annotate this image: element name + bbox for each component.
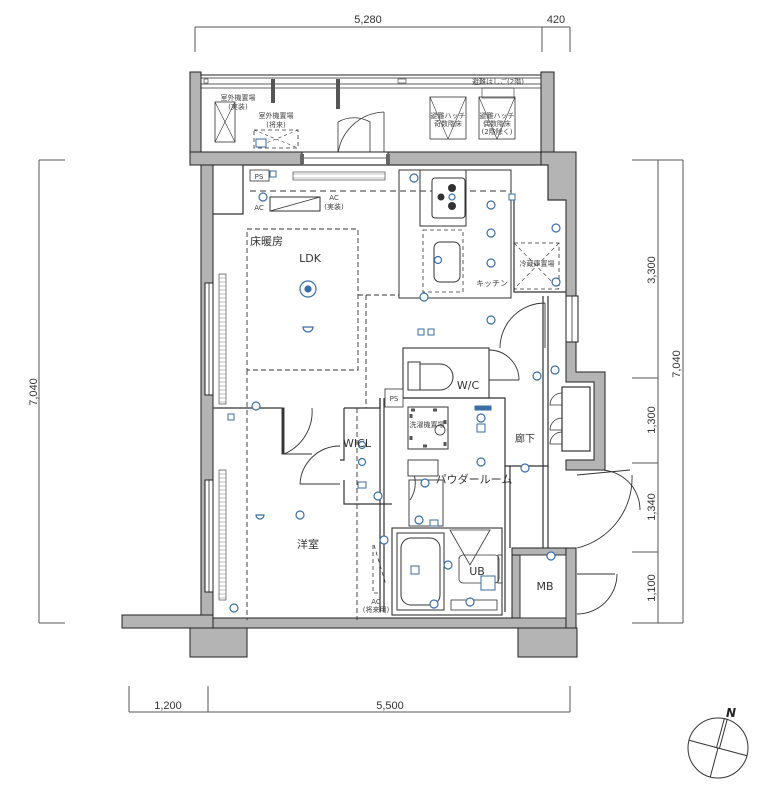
ps-top-label: PS (255, 173, 264, 181)
washer-space-icon (407, 406, 449, 450)
washer-space-label: 洗濯機置場 (410, 420, 445, 429)
vent-grille (292, 171, 386, 181)
electrical-panels (227, 138, 516, 591)
dimension-bottom (128, 686, 571, 713)
room-label-ub: UB (469, 565, 485, 578)
dimension-top-right: 420 (547, 14, 565, 26)
toilet-icon (407, 361, 454, 391)
outdoor-unit-installed-icon (214, 101, 236, 143)
hatch-even-line3: (2階除く) (482, 127, 513, 136)
outdoor-unit-installed-note: (実装) (228, 102, 248, 111)
evacuation-ladder-label: 避難はしご(2階) (472, 77, 524, 86)
dimension-bottom-main: 5,500 (376, 700, 404, 712)
room-label-kitchen: キッチン (476, 279, 508, 288)
dimension-top (194, 26, 571, 52)
dimension-top-main: 5,280 (354, 14, 382, 26)
shelf (407, 459, 439, 477)
corridor-closet (561, 386, 591, 452)
ac-future-note: (将来用) (363, 605, 390, 614)
kitchen-sink-icon (422, 229, 464, 293)
hatch-even-line1: 避難ハッチ (480, 111, 515, 120)
dimension-right (632, 159, 684, 624)
ps-top-box (249, 169, 270, 182)
hatch-odd-line2: 奇数階床 (434, 119, 462, 128)
evacuation-ladder-icon (481, 87, 515, 99)
left-window-bedroom (204, 469, 227, 601)
dimension-right-4: 1,100 (646, 574, 658, 602)
ac-future-label: AC (371, 598, 381, 606)
outdoor-unit-future-icon (253, 129, 299, 149)
outdoor-unit-future-note: (将来) (266, 120, 286, 129)
compass-north-label: N (726, 706, 736, 720)
room-label-powder: パウダールーム (436, 472, 513, 486)
dimension-right-2: 1,300 (646, 406, 658, 434)
fridge-space-label: 冷蔵庫置場 (520, 259, 555, 268)
ac-installed-icon (269, 196, 321, 212)
floor-heating-area (246, 228, 359, 371)
stovetop-icon (431, 177, 466, 219)
room-label-western: 洋室 (297, 537, 319, 551)
ps-mid-box (384, 388, 404, 408)
structural-walls (121, 71, 606, 658)
dimension-left-total: 7,040 (28, 378, 40, 406)
meter-box (519, 554, 567, 619)
room-label-corridor: 廊下 (515, 432, 535, 445)
dimension-right-total: 7,040 (671, 350, 683, 378)
ub-wash-area (449, 529, 503, 611)
dimension-right-1: 3,300 (646, 256, 658, 284)
ac-small-label: AC (254, 204, 264, 212)
balcony-window (300, 151, 390, 166)
outdoor-unit-future-label: 室外機置場 (259, 111, 294, 120)
dimension-bottom-left: 1,200 (154, 700, 182, 712)
room-label-wc: W/C (457, 379, 480, 392)
dimension-left (38, 159, 65, 624)
room-label-ldk: LDK (299, 252, 322, 265)
bathtub-icon (396, 532, 445, 611)
interior-walls (213, 164, 566, 616)
doors (281, 302, 641, 615)
room-label-wicl: WICL (343, 437, 372, 450)
room-label-mb: MB (536, 580, 553, 593)
left-window-ldk (204, 273, 227, 405)
hatch-odd-line1: 避難ハッチ (431, 111, 466, 120)
outdoor-unit-installed-label: 室外機置場 (221, 93, 256, 102)
compass (687, 717, 749, 779)
ac-future-icon (372, 544, 387, 594)
ac-installed-label: AC (329, 194, 339, 202)
ac-installed-note: (実装) (324, 202, 344, 211)
hatch-even-line2: 偶数階床 (483, 119, 511, 128)
electrical-symbols (229, 173, 561, 613)
floor-heating-label: 床暖房 (250, 234, 283, 248)
dimension-right-3: 1,340 (646, 493, 658, 521)
fridge-space-icon (513, 242, 560, 290)
right-window-kitchen (565, 295, 579, 343)
ps-mid-label: PS (390, 395, 399, 403)
